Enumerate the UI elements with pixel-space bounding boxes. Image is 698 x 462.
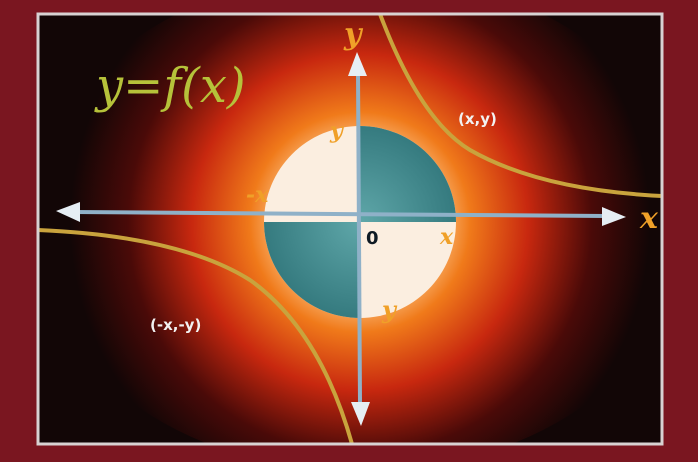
lower-left-point-label: (-x,-y) — [150, 316, 201, 334]
y-axis-arrow-bottom — [351, 402, 370, 426]
y-axis-line — [356, 71, 362, 405]
y-axis-arrow-top — [348, 52, 367, 76]
upper-y-label: y — [329, 118, 345, 144]
x-axis-arrow-right — [602, 207, 626, 226]
origin-label: 0 — [366, 228, 379, 249]
x-axis-line — [71, 210, 607, 218]
diagram-title: y=f(x) — [94, 58, 246, 114]
y-axis-label: y — [343, 17, 364, 52]
lower-y-label: y — [381, 295, 398, 324]
x-axis-label: x — [639, 201, 659, 236]
x-axis-arrow-left — [56, 202, 80, 222]
hyperbola-curve-upper-right — [378, 14, 662, 198]
hyperbola-curve-lower-left — [38, 228, 354, 444]
panel-frame — [36, 12, 664, 446]
right-x-label: x — [439, 224, 454, 250]
left-x-label: -x — [246, 182, 269, 208]
upper-right-point-label: (x,y) — [458, 110, 497, 128]
